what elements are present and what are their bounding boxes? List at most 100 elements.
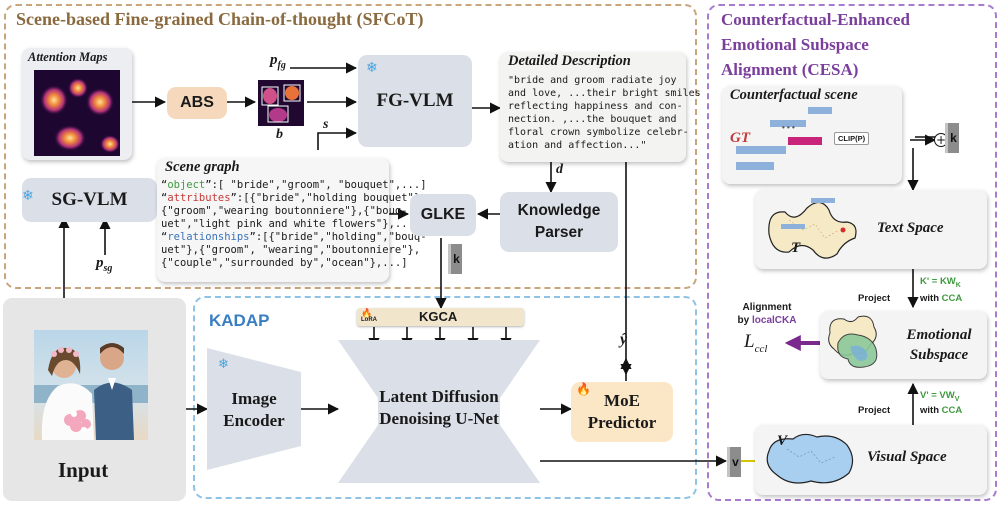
gt-bar	[788, 137, 822, 145]
project-bottom-eq: V' = VW	[920, 390, 955, 401]
visual-space-panel: V Visual Space	[755, 425, 987, 495]
alignment-method: localCKA	[752, 315, 797, 326]
unet-label: Latent Diffusion Denoising U-Net	[338, 386, 540, 430]
text-space-panel: T Text Space	[755, 190, 987, 269]
relationships-key: relationships	[167, 231, 250, 243]
image-encoder-label: Image Encoder	[207, 388, 301, 432]
attention-maps-label: Attention Maps	[28, 50, 108, 64]
k-token-cesa: k	[945, 123, 959, 153]
input-label: Input	[58, 458, 109, 482]
scene-attributes-line: “attributes”:[{"bride","holding bouquet"…	[161, 192, 427, 204]
attention-heatmap	[34, 70, 120, 156]
emotional-subspace-line2: Subspace	[909, 347, 969, 363]
counterfactual-bar	[770, 120, 806, 127]
k-token: k	[448, 244, 462, 274]
description-line: "bride and groom radiate joy	[508, 75, 677, 86]
visual-space-manifold	[766, 433, 854, 484]
p-sg-main: p	[96, 255, 104, 271]
unet-shape	[338, 340, 540, 483]
cesa-title-line2: Emotional Subspace	[721, 35, 869, 54]
loss-symbol: Lccl	[744, 331, 767, 355]
s-symbol: s	[323, 117, 329, 132]
cesa-frame	[707, 4, 997, 501]
scene-graph-text: “object”:[ "bride","groom", "bouquet",..…	[161, 179, 427, 270]
kgca-label: KGCA	[419, 309, 458, 324]
kadap-frame	[193, 296, 697, 499]
p-fg-symbol: pfg	[270, 52, 286, 71]
project-bottom-method: with CCA	[920, 405, 962, 416]
glke-module: GLKE	[410, 194, 476, 236]
project-bottom-equation: V' = VWV	[920, 390, 959, 403]
unet-line1: Latent Diffusion	[379, 387, 499, 406]
text-space-manifold	[768, 198, 857, 259]
visual-space-symbol: V	[777, 433, 788, 449]
y-hat-symbol: ŷ	[620, 331, 628, 348]
relationships-values: {"couple","surrounded by","ocean"},...]	[161, 257, 408, 269]
relationships-values: uet"},{"groom", "wearing","boutonniere"}…	[161, 244, 421, 256]
fg-vlm-module: FG-VLM	[358, 55, 472, 147]
project-top-word: Project	[858, 293, 891, 304]
counterfactual-bar	[808, 107, 832, 114]
scene-graph-panel: Scene graph “object”:[ "bride","groom", …	[157, 158, 427, 282]
bbox-symbol: b	[276, 127, 283, 142]
snowflake-icon: ❄	[218, 357, 229, 372]
flame-icon: 🔥	[361, 308, 373, 318]
project-bottom-word: Project	[858, 405, 891, 416]
abs-label: ABS	[180, 94, 214, 111]
glke-label: GLKE	[420, 206, 466, 223]
emotional-subspace-label: Emotional Subspace	[894, 325, 984, 365]
dots-icon: • • •	[782, 123, 795, 132]
attributes-values: {"groom","wearing boutonniere"},{"bouq-	[161, 205, 408, 217]
text-space-label: Text Space	[877, 220, 944, 236]
sg-vlm-module: SG-VLM	[22, 178, 157, 222]
attributes-key: attributes	[167, 192, 231, 204]
detailed-description-panel: Detailed Description "bride and groom ra…	[500, 52, 701, 162]
arrow-scenegraph-to-fgvlm	[317, 127, 358, 150]
kgca-bar: 🔥 LoRA KGCA	[357, 308, 524, 326]
emotional-subspace-line1: Emotional	[906, 327, 972, 343]
alignment-by: by	[737, 315, 750, 326]
alignment-label: Alignment by localCKA	[727, 301, 807, 327]
loss-sub: ccl	[754, 342, 768, 355]
sfcot-frame	[4, 4, 697, 289]
attributes-values: :[{"bride","holding bouquet"},	[236, 192, 427, 204]
description-line: and love, ...their bright smiles	[508, 88, 701, 99]
project-top-eq: K' = KW	[920, 276, 956, 287]
emotional-subspace-shape	[828, 315, 878, 368]
description-line: reflecting happiness and con-	[508, 101, 683, 112]
bounding-box-thumbnail	[258, 80, 304, 126]
attention-maps-panel: Attention Maps	[22, 48, 132, 160]
knowledge-parser-line1: Knowledge	[517, 202, 601, 219]
image-encoder-shape	[207, 348, 301, 470]
gt-label: GT	[730, 130, 750, 146]
sg-vlm-label: SG-VLM	[51, 189, 128, 210]
alignment-line1: Alignment	[742, 302, 792, 313]
v-token: v	[727, 447, 741, 477]
counterfactual-bar	[736, 146, 786, 154]
flame-icon: 🔥	[576, 382, 591, 396]
moe-predictor-module: MoE Predictor	[571, 382, 673, 442]
detailed-description-title: Detailed Description	[508, 53, 631, 69]
fg-vlm-label: FG-VLM	[376, 90, 454, 111]
object-key: object	[167, 179, 206, 191]
counterfactual-title: Counterfactual scene	[730, 87, 858, 103]
text-space-symbol: T	[791, 240, 801, 256]
project-top-method: with CCA	[920, 293, 962, 304]
scene-relationships-line: “relationships”:[{"bride","holding","bou…	[161, 231, 427, 243]
d-symbol: d	[556, 162, 563, 177]
snowflake-icon: ❄	[366, 60, 378, 76]
description-line: nection. ,...the bouquet and	[508, 114, 677, 125]
relationships-values: :[{"bride","holding","bouq-	[255, 231, 427, 243]
description-line: floral crown symbolize celebr-	[508, 127, 689, 138]
sfcot-title: Scene-based Fine-grained Chain-of-though…	[16, 9, 424, 29]
description-line: ation and affection..."	[508, 140, 647, 151]
moe-line1: MoE	[604, 391, 640, 410]
project-top-with: with	[920, 293, 939, 304]
project-top-equation: K' = KWK	[920, 276, 961, 289]
alignment-line2: by localCKA	[727, 314, 807, 327]
project-top-eq-sub: K	[955, 281, 961, 289]
cesa-title: Counterfactual-Enhanced Emotional Subspa…	[721, 7, 991, 82]
clip-encoder: CLIP(P)	[834, 132, 870, 145]
detailed-description-text: "bride and groom radiate joy and love, .…	[508, 74, 701, 152]
knowledge-parser-line2: Parser	[534, 224, 584, 241]
